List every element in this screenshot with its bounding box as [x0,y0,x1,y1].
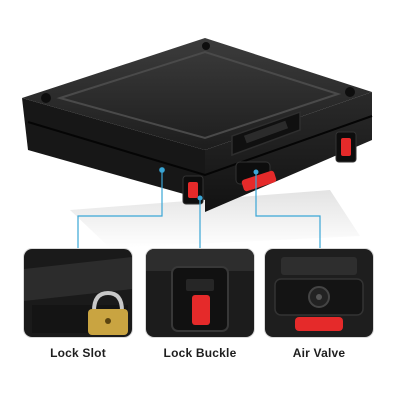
caption-air-valve: Air Valve [292,346,346,360]
caption-lock-slot: Lock Slot [50,346,106,360]
buckle-red-tab [192,295,210,325]
lock-slot-hole [159,167,165,173]
detail-panel-lock-buckle [146,249,254,337]
hard-case-illustration [22,38,373,248]
detail-panel-air-valve [265,249,373,337]
padlock-shackle [92,290,124,312]
caption-lock-buckle: Lock Buckle [163,346,237,360]
detail-panel-lock-slot [24,249,132,337]
valve-red-handle [295,317,343,331]
